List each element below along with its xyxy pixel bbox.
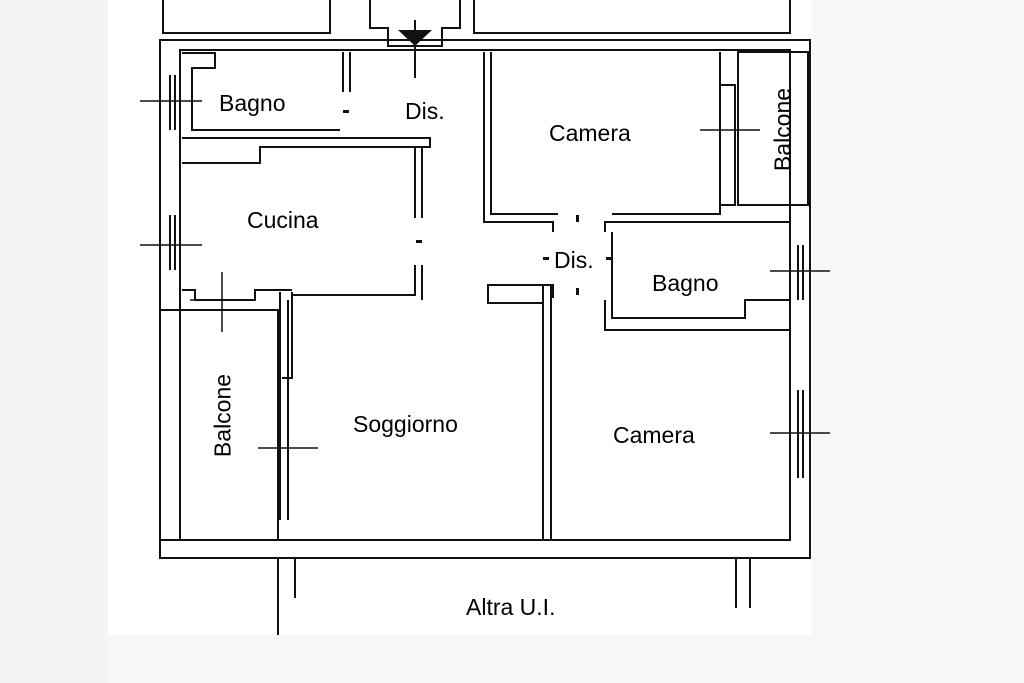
room-label-cucina: Cucina — [247, 207, 319, 233]
room-label-dis-top: Dis. — [405, 98, 445, 124]
room-label-balcone-left: Balcone — [209, 373, 236, 458]
mark — [343, 110, 349, 113]
entry-arrow — [398, 30, 432, 46]
left-margin-band — [0, 0, 108, 683]
room-label-bagno-right: Bagno — [652, 270, 719, 296]
bagno-top-walls — [182, 52, 340, 131]
soggiorno-camera-divider — [542, 285, 552, 540]
adjacent-unit-label: Altra U.I. — [466, 594, 556, 620]
dis-jamb — [543, 284, 554, 298]
right-margin-band — [812, 0, 1024, 683]
left-window-bagno — [169, 75, 176, 130]
cucina-right-wall — [414, 147, 423, 218]
upper-unit-right — [473, 0, 791, 34]
bagno-right-walls — [604, 221, 791, 331]
mark — [576, 288, 579, 295]
altra-ui-walls — [277, 558, 751, 635]
right-window-camera — [797, 390, 804, 478]
mark — [576, 215, 579, 222]
right-window-bagno — [797, 245, 804, 300]
mark — [606, 257, 612, 260]
room-label-soggiorno: Soggiorno — [353, 411, 458, 437]
balcone-left — [160, 309, 279, 541]
cucina-bottom-wall — [182, 289, 292, 301]
room-label-bagno-top: Bagno — [219, 90, 286, 116]
dis-closet — [487, 284, 544, 304]
bagno-cucina-wall — [182, 137, 431, 164]
room-label-camera-bottom: Camera — [613, 422, 695, 448]
balcone-right — [737, 51, 809, 206]
bottom-margin-band — [108, 635, 812, 683]
room-label-balcone-right: Balcone — [769, 87, 796, 172]
soggiorno-left-wall — [279, 292, 293, 520]
camera-top-left-wall — [483, 52, 558, 232]
room-label-camera-top: Camera — [549, 120, 631, 146]
opening-ticks — [140, 100, 830, 449]
walls — [159, 0, 811, 635]
mark — [543, 257, 549, 260]
mark — [416, 240, 422, 243]
left-window-cucina — [169, 215, 176, 270]
room-label-dis-center: Dis. — [554, 247, 594, 273]
camera-top-right-wall — [719, 52, 736, 214]
cucina-right-wall-low — [292, 265, 423, 300]
upper-unit-left — [162, 0, 331, 34]
door-marks — [343, 110, 612, 295]
outer-wall-outer — [159, 39, 811, 559]
